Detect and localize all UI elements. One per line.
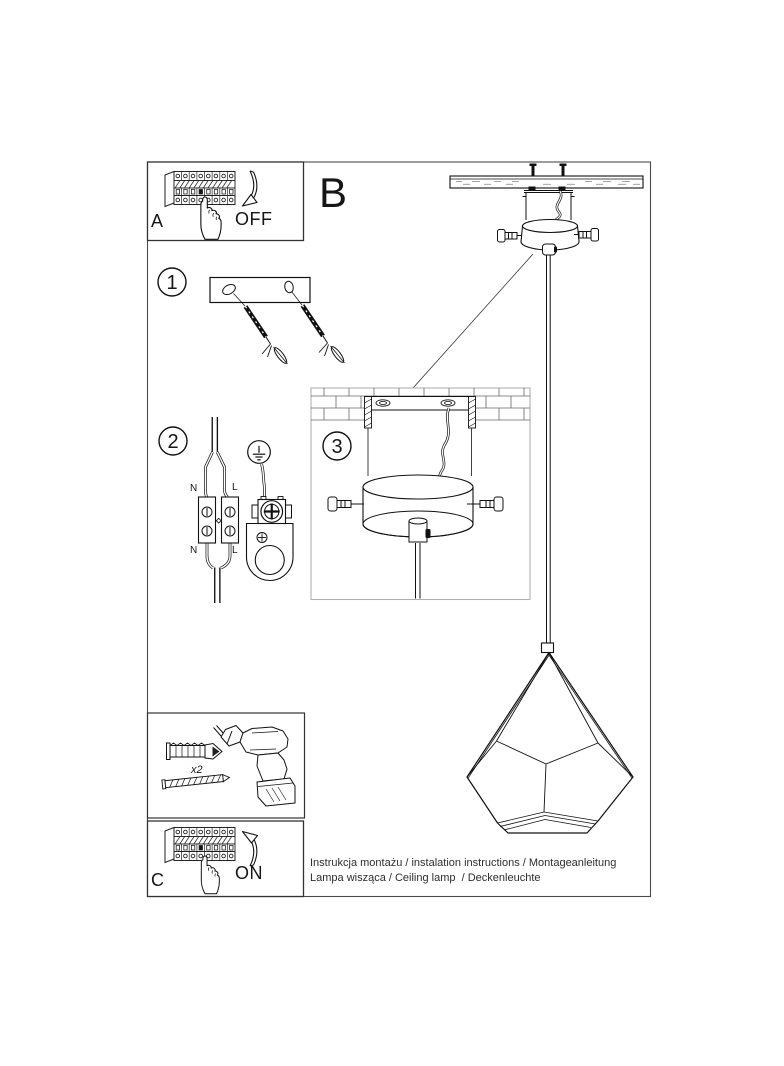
- breaker-off-panel-drawing: [146, 161, 305, 242]
- off-label: OFF: [235, 209, 273, 229]
- arrow-up-icon: [241, 830, 259, 867]
- wire-label-l-top: L: [232, 482, 238, 493]
- main-frame: [146, 161, 652, 898]
- step-3-number: 3: [331, 436, 343, 458]
- footer-title-line: Instrukcja montażu / instalation instruc…: [310, 857, 617, 869]
- step3-detail-box: [310, 387, 531, 601]
- mounting-bracket-icon: [364, 396, 476, 476]
- canopy-detail-icon: [327, 474, 504, 599]
- step2-drawing: [158, 417, 294, 603]
- breaker-panel-icon: [164, 171, 236, 207]
- detail-leader-line: [412, 253, 534, 389]
- mounting-pin-icons: [529, 163, 567, 177]
- wire-label-n-bottom: N: [190, 545, 198, 556]
- step-2-number: 2: [167, 431, 179, 453]
- breaker-on-panel-drawing: [146, 820, 305, 898]
- breaker-panel-icon: [164, 827, 236, 863]
- screw-icon: [161, 773, 231, 790]
- canopy-side-bolt-icons: [327, 496, 504, 512]
- panel-a-label: A: [151, 211, 164, 231]
- suspension-cable: [546, 255, 551, 643]
- pendant-lamp-drawing: [466, 642, 634, 834]
- screw-anchor-right-icon: [291, 291, 345, 364]
- earth-bracket-icon: [245, 522, 294, 581]
- side-bolt-icons: [497, 228, 599, 243]
- tools-box-drawing: [146, 712, 306, 819]
- ceiling-beam-drawing: [449, 163, 644, 189]
- screw-anchor-left-icon: [233, 293, 288, 365]
- terminal-block-icon: [197, 496, 240, 544]
- drill-icon: [213, 725, 296, 807]
- on-label: ON: [235, 863, 263, 883]
- footer-product-line: Lampa wisząca / Ceiling lamp / Deckenleu…: [310, 872, 541, 884]
- earth-symbol-icon: [247, 440, 271, 464]
- figure-b-label: B: [319, 169, 348, 216]
- step1-drawing: [157, 267, 345, 365]
- step-1-number: 1: [166, 272, 178, 294]
- mounted-canopy-drawing: [412, 186, 599, 643]
- earth-terminal-icon: [251, 496, 292, 525]
- mains-cable-and-wires: [204, 417, 232, 603]
- arrow-down-icon: [241, 170, 258, 207]
- quantity-label: x2: [191, 764, 203, 776]
- wire-label-l-bottom: L: [232, 545, 238, 556]
- wire-label-n-top: N: [190, 483, 198, 494]
- wall-plug-icon: [166, 742, 223, 760]
- panel-c-label: C: [151, 870, 164, 890]
